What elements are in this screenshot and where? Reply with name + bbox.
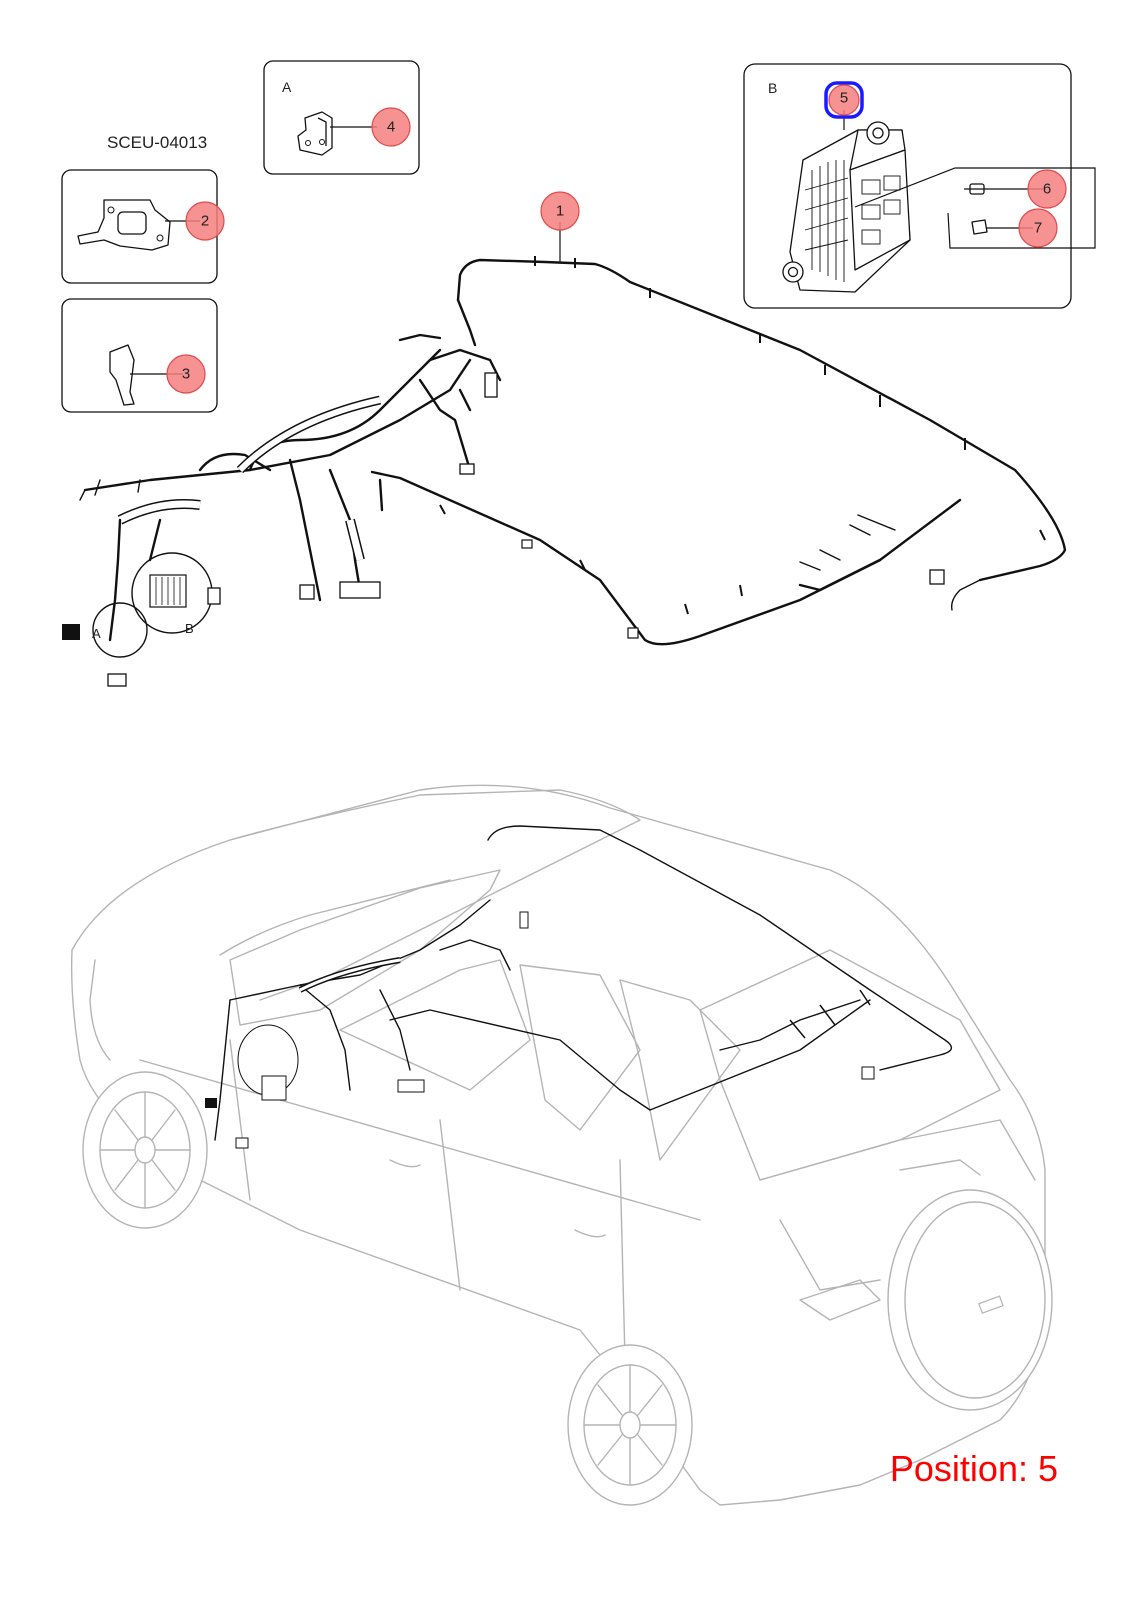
callout-5[interactable]: 5 bbox=[824, 81, 864, 119]
svg-text:B: B bbox=[185, 621, 194, 636]
detail-box-a-label: A bbox=[282, 79, 292, 95]
fuse-box-part bbox=[782, 121, 911, 293]
svg-text:4: 4 bbox=[387, 119, 395, 136]
callout-7[interactable]: 7 bbox=[1018, 208, 1058, 248]
callout-3[interactable]: 3 bbox=[166, 354, 206, 394]
callouts: 1 2 3 4 5 6 7 bbox=[166, 81, 1067, 394]
detail-box-a: A bbox=[263, 60, 420, 175]
vehicle-outline bbox=[70, 784, 1053, 1506]
svg-text:A: A bbox=[92, 626, 101, 641]
svg-text:2: 2 bbox=[201, 213, 209, 230]
detail-box-b: B bbox=[743, 63, 1096, 309]
svg-text:6: 6 bbox=[1043, 181, 1051, 198]
callout-1[interactable]: 1 bbox=[540, 191, 580, 231]
position-label: Position: 5 bbox=[889, 1448, 1058, 1489]
svg-text:1: 1 bbox=[556, 203, 564, 220]
detail-box-b-label: B bbox=[768, 80, 777, 96]
svg-text:3: 3 bbox=[182, 366, 190, 383]
svg-text:5: 5 bbox=[840, 90, 848, 107]
detail-box-2 bbox=[61, 169, 218, 284]
fuse-6-part bbox=[964, 183, 990, 195]
svg-text:7: 7 bbox=[1034, 220, 1042, 237]
fuse-7-part bbox=[971, 219, 988, 235]
diagram-code: SCEU-04013 bbox=[107, 133, 207, 152]
bracket-3-part bbox=[109, 344, 135, 406]
callout-6[interactable]: 6 bbox=[1027, 169, 1067, 209]
callout-5-highlight bbox=[824, 81, 864, 119]
callout-2[interactable]: 2 bbox=[185, 201, 225, 241]
vehicle-harness bbox=[205, 825, 953, 1149]
detail-box-3 bbox=[61, 298, 218, 413]
callout-4[interactable]: 4 bbox=[371, 107, 411, 147]
wiring-harness: B A bbox=[62, 222, 1067, 687]
